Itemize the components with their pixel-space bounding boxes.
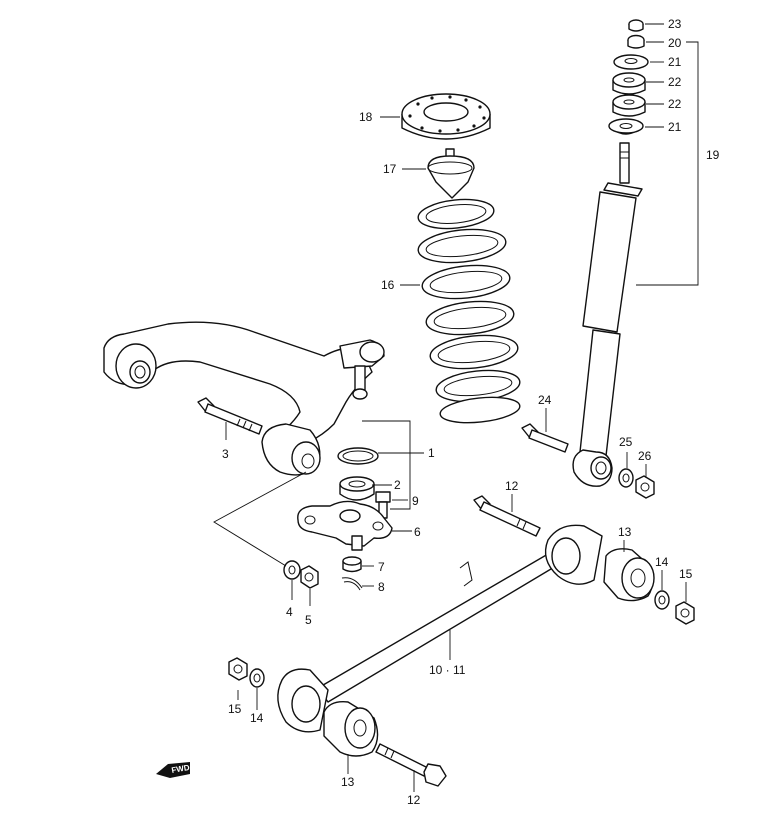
nut-26 xyxy=(635,475,655,499)
washer-25 xyxy=(618,468,634,488)
callout-12-lower: 12 xyxy=(407,793,421,807)
callout-labels: 23 20 21 22 22 21 19 18 17 16 24 25 26 1… xyxy=(222,17,720,807)
callout-24: 24 xyxy=(538,393,552,407)
callout-23: 23 xyxy=(668,17,682,31)
bolt-24 xyxy=(521,423,569,453)
callout-21-upper: 21 xyxy=(668,55,682,69)
nut-15-left xyxy=(228,657,248,681)
coil-spring-16 xyxy=(417,198,521,424)
spring-seat-18 xyxy=(401,93,491,140)
fwd-label: FWD xyxy=(171,763,191,775)
callout-13-right: 13 xyxy=(618,525,632,539)
bolt-9 xyxy=(375,491,391,519)
castle-nut-7 xyxy=(342,556,362,573)
washer-4 xyxy=(283,560,301,580)
callout-22-upper: 22 xyxy=(668,75,682,89)
callout-10-11: 10 · 11 xyxy=(429,663,466,677)
callout-19: 19 xyxy=(706,148,720,162)
nut-15-right xyxy=(675,601,695,625)
callout-6: 6 xyxy=(414,525,421,539)
bushing-22-upper xyxy=(612,72,646,95)
shock-absorber-19 xyxy=(572,142,643,487)
fwd-arrow-icon: FWD xyxy=(156,762,191,778)
upper-control-arm xyxy=(103,321,385,476)
bushing-13-left xyxy=(323,701,379,757)
callout-1: 1 xyxy=(428,446,435,460)
bushing-13-right xyxy=(603,548,655,602)
snap-ring-1 xyxy=(337,447,379,465)
callout-17: 17 xyxy=(383,162,397,176)
bolt-12-upper xyxy=(473,495,541,537)
callout-14-right: 14 xyxy=(655,555,669,569)
cotter-pin-8 xyxy=(341,577,363,591)
bushing-22-lower xyxy=(612,94,646,117)
callout-13-left: 13 xyxy=(341,775,355,789)
bolt-12-lower xyxy=(375,743,447,787)
callout-16: 16 xyxy=(381,278,395,292)
callout-2: 2 xyxy=(394,478,401,492)
callout-15-right: 15 xyxy=(679,567,693,581)
callout-18: 18 xyxy=(359,110,373,124)
callout-14-left: 14 xyxy=(250,711,264,725)
washer-21-upper xyxy=(613,54,649,70)
callout-5: 5 xyxy=(305,613,312,627)
washer-14-right xyxy=(654,590,670,610)
washer-21-lower xyxy=(608,118,644,135)
callout-26: 26 xyxy=(638,449,652,463)
callout-8: 8 xyxy=(378,580,385,594)
nut-23 xyxy=(628,19,644,32)
leader-lines xyxy=(213,23,699,792)
callout-3: 3 xyxy=(222,447,229,461)
callout-4: 4 xyxy=(286,605,293,619)
callout-22-lower: 22 xyxy=(668,97,682,111)
boot-2 xyxy=(339,476,375,501)
callout-15-left: 15 xyxy=(228,702,242,716)
bump-stop-17 xyxy=(427,148,475,199)
nut-20 xyxy=(627,34,645,49)
knuckle-arm-6 xyxy=(297,500,393,551)
bolt-3 xyxy=(197,397,263,435)
callout-12-upper: 12 xyxy=(505,479,519,493)
nut-5 xyxy=(300,565,319,589)
lower-control-rod-10-11 xyxy=(277,524,603,733)
callout-9: 9 xyxy=(412,494,419,508)
washer-14-left xyxy=(249,668,265,688)
callout-20: 20 xyxy=(668,36,682,50)
callout-25: 25 xyxy=(619,435,633,449)
callout-7: 7 xyxy=(378,560,385,574)
callout-21-lower: 21 xyxy=(668,120,682,134)
